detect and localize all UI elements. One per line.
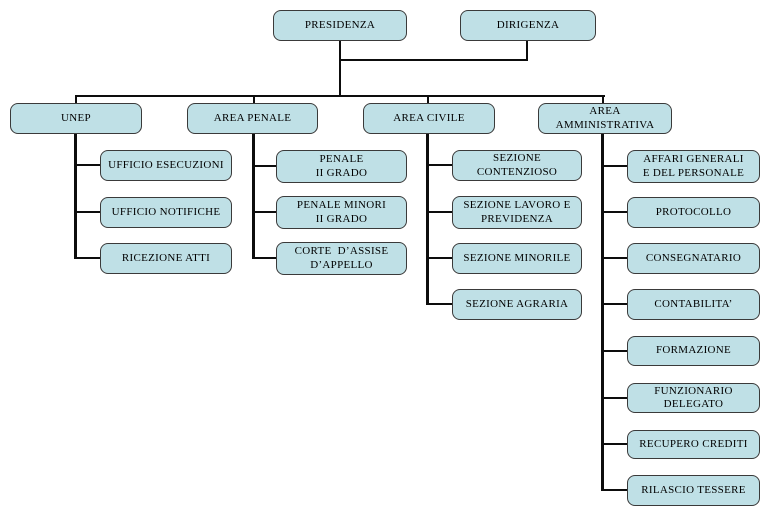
org-box-label: PENALE MINORI II GRADO	[296, 199, 387, 225]
org-box-label: RILASCIO TESSERE	[641, 483, 746, 496]
stub-funzionario-delegato	[603, 397, 627, 399]
stub-sezione-contenzioso	[428, 164, 452, 166]
spine-unep	[74, 134, 77, 259]
org-box-ufficio-notifiche: UFFICIO NOTIFICHE	[100, 197, 232, 228]
org-box-unep: UNEP	[10, 103, 142, 134]
org-box-label: SEZIONE MINORILE	[463, 251, 571, 264]
org-box-contabilita: CONTABILITA’	[627, 289, 760, 320]
connector-bus	[75, 95, 605, 97]
stub-corte-assise	[254, 257, 276, 259]
stub-ufficio-notifiche	[76, 211, 100, 213]
org-box-penale-ii-grado: PENALE II GRADO	[276, 150, 407, 183]
org-box-label: PROTOCOLLO	[655, 205, 732, 218]
org-box-label: FORMAZIONE	[655, 344, 732, 357]
org-box-corte-assise-appello: CORTE D’ASSISE D’APPELLO	[276, 242, 407, 275]
connector-top-horizontal	[339, 59, 528, 61]
org-box-dirigenza: DIRIGENZA	[460, 10, 596, 41]
org-box-presidenza: PRESIDENZA	[273, 10, 407, 41]
connector-bus-tick-unep	[75, 95, 77, 104]
spine-amministrativa	[601, 134, 604, 491]
stub-affari-generali	[603, 165, 627, 167]
stub-contabilita	[603, 303, 627, 305]
stub-sezione-minorile	[428, 257, 452, 259]
org-box-label: DIRIGENZA	[496, 18, 560, 31]
connector-presidenza-spine	[339, 41, 341, 96]
org-box-label: UNEP	[61, 111, 91, 124]
org-box-consegnatario: CONSEGNATARIO	[627, 243, 760, 274]
org-box-protocollo: PROTOCOLLO	[627, 197, 760, 228]
org-box-affari-generali-personale: AFFARI GENERALI E DEL PERSONALE	[627, 150, 760, 183]
org-box-label: PENALE II GRADO	[315, 153, 368, 179]
stub-protocollo	[603, 211, 627, 213]
org-box-label: CONSEGNATARIO	[645, 251, 742, 264]
connector-bus-tick-penale	[253, 95, 255, 104]
org-box-sezione-lavoro-previdenza: SEZIONE LAVORO E PREVIDENZA	[452, 196, 582, 229]
stub-sezione-lavoro	[428, 211, 452, 213]
org-box-label: RECUPERO CREDITI	[639, 437, 748, 450]
org-box-sezione-agraria: SEZIONE AGRARIA	[452, 289, 582, 320]
stub-ufficio-esecuzioni	[76, 164, 100, 166]
org-box-formazione: FORMAZIONE	[627, 336, 760, 366]
org-box-sezione-contenzioso: SEZIONE CONTENZIOSO	[452, 150, 582, 181]
stub-recupero-crediti	[603, 443, 627, 445]
org-box-penale-minori-ii-grado: PENALE MINORI II GRADO	[276, 196, 407, 229]
org-box-label: SEZIONE LAVORO E PREVIDENZA	[463, 199, 571, 225]
stub-formazione	[603, 350, 627, 352]
spine-penale	[252, 134, 255, 259]
org-box-area-civile: AREA CIVILE	[363, 103, 495, 134]
org-box-label: AREA AMMINISTRATIVA	[555, 105, 655, 131]
stub-ricezione-atti	[76, 257, 100, 259]
org-box-area-penale: AREA PENALE	[187, 103, 318, 134]
org-box-label: CORTE D’ASSISE D’APPELLO	[294, 245, 389, 271]
org-box-sezione-minorile: SEZIONE MINORILE	[452, 243, 582, 274]
org-box-label: AREA PENALE	[213, 111, 292, 124]
org-box-label: CONTABILITA’	[654, 297, 733, 310]
org-box-ricezione-atti: RICEZIONE ATTI	[100, 243, 232, 274]
org-box-area-amministrativa: AREA AMMINISTRATIVA	[538, 103, 672, 134]
org-box-recupero-crediti: RECUPERO CREDITI	[627, 430, 760, 459]
org-box-label: SEZIONE CONTENZIOSO	[476, 152, 558, 178]
stub-sezione-agraria	[428, 303, 452, 305]
org-box-label: UFFICIO NOTIFICHE	[111, 205, 221, 218]
org-box-label: AFFARI GENERALI E DEL PERSONALE	[642, 153, 745, 179]
stub-rilascio-tessere	[603, 489, 627, 491]
stub-consegnatario	[603, 257, 627, 259]
org-box-label: SEZIONE AGRARIA	[465, 297, 569, 310]
connector-bus-tick-civile	[427, 95, 429, 104]
connector-dirigenza-drop	[526, 41, 528, 60]
org-box-funzionario-delegato: FUNZIONARIO DELEGATO	[627, 383, 760, 413]
org-box-label: PRESIDENZA	[304, 18, 376, 31]
connector-bus-tick-amministrativa	[602, 95, 604, 104]
org-box-label: AREA CIVILE	[393, 111, 465, 124]
org-box-rilascio-tessere: RILASCIO TESSERE	[627, 475, 760, 506]
org-box-label: RICEZIONE ATTI	[121, 251, 211, 264]
org-box-label: FUNZIONARIO DELEGATO	[654, 384, 736, 410]
org-box-ufficio-esecuzioni: UFFICIO ESECUZIONI	[100, 150, 232, 181]
org-box-label: UFFICIO ESECUZIONI	[108, 158, 224, 171]
spine-civile	[426, 134, 429, 305]
stub-penale-minori	[254, 211, 276, 213]
stub-penale-ii-grado	[254, 165, 276, 167]
